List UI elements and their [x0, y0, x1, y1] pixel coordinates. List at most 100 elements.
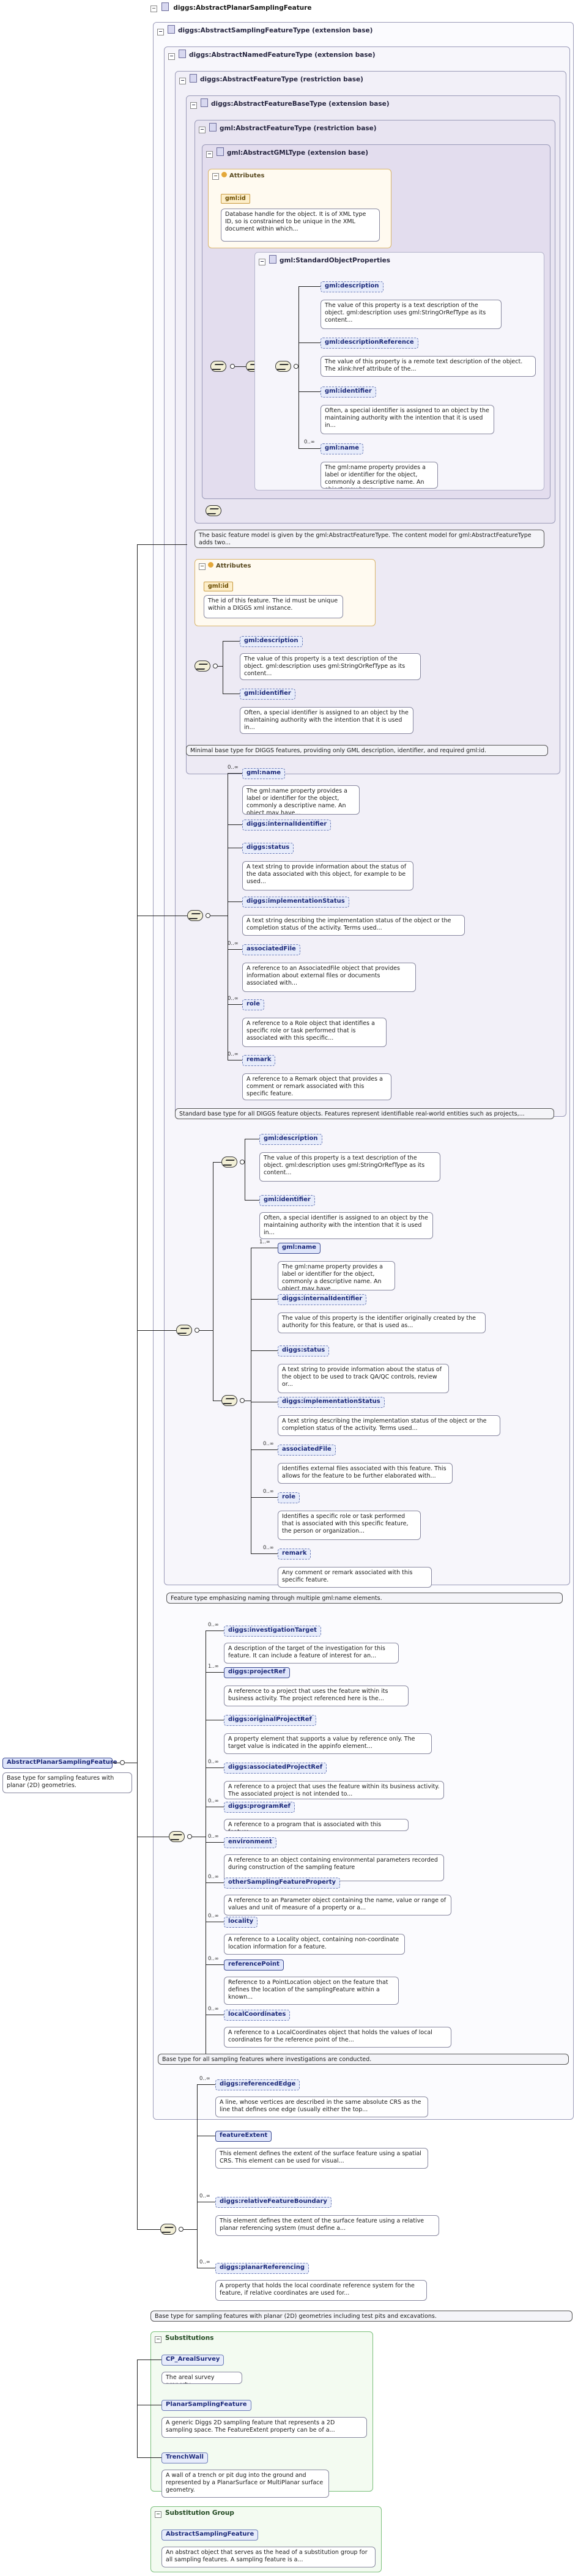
connector-node	[179, 2227, 183, 2232]
occurrence-label: 1..∞	[259, 1239, 270, 1245]
af-status-element[interactable]: diggs:status	[242, 843, 294, 854]
nf-remark-element[interactable]: remark	[278, 1549, 311, 1560]
nf-associated-file-element[interactable]: associatedFile	[278, 1445, 336, 1456]
attr-gml-id-doc: Database handle for the object. It is of…	[221, 209, 380, 242]
planar-footer-doc: Base type for sampling features with pla…	[150, 2311, 572, 2322]
sequence-connector	[221, 1395, 237, 1406]
pl-referenced-edge-element[interactable]: diggs:referencedEdge	[215, 2079, 300, 2090]
sf-locality-element[interactable]: locality	[224, 1917, 258, 1928]
collapse-icon[interactable]: −	[199, 127, 206, 133]
occurrence-label: 0..∞	[208, 1622, 219, 1628]
substitution-cp-areal-survey-doc: The areal survey property	[161, 2372, 242, 2384]
gml-identifier-element[interactable]: gml:identifier	[320, 387, 376, 398]
pl-relative-feature-boundary-element[interactable]: diggs:relativeFeatureBoundary	[215, 2197, 332, 2208]
af-associated-file-doc: A reference to an AssociatedFile object …	[242, 963, 416, 992]
connector-node	[230, 364, 235, 369]
attr-gml-id[interactable]: gml:id	[221, 194, 250, 204]
gml-name-element[interactable]: gml:name	[320, 443, 364, 454]
fb-gml-description-element[interactable]: gml:description	[240, 636, 303, 647]
connector-node	[240, 1160, 245, 1164]
sequence-connector	[169, 1831, 185, 1842]
sf-local-coordinates-element[interactable]: localCoordinates	[224, 2010, 291, 2021]
pl-feature-extent-element[interactable]: featureExtent	[215, 2131, 272, 2142]
sf-other-sampling-feature-property-element[interactable]: otherSamplingFeatureProperty	[224, 1878, 341, 1889]
named-feature-footer-doc: Feature type emphasizing naming through …	[166, 1593, 563, 1604]
af-implementation-status-element[interactable]: diggs:implementationStatus	[242, 897, 349, 908]
af-status-doc: A text string to provide information abo…	[242, 861, 413, 890]
collapse-icon[interactable]: −	[179, 78, 186, 84]
sequence-connector	[210, 361, 226, 372]
sf-local-coordinates-doc: A reference to a LocalCoordinates object…	[224, 2027, 451, 2048]
sequence-connector	[160, 2224, 176, 2235]
nf-status-element[interactable]: diggs:status	[278, 1345, 330, 1356]
sf-original-project-ref-element[interactable]: diggs:originalProjectRef	[224, 1715, 316, 1726]
fb-gml-description-doc: The value of this property is a text des…	[240, 653, 421, 680]
sequence-connector	[176, 1325, 192, 1336]
sf-reference-point-element[interactable]: referencePoint	[224, 1960, 284, 1971]
connector-node	[294, 364, 298, 369]
nf-gml-identifier-element[interactable]: gml:identifier	[259, 1195, 315, 1206]
occurrence-label: 0..∞	[208, 1874, 219, 1880]
collapse-icon[interactable]: −	[150, 6, 157, 12]
collapse-icon[interactable]: −	[212, 173, 219, 180]
substitution-trench-wall[interactable]: TrenchWall	[161, 2452, 208, 2463]
collapse-icon[interactable]: −	[155, 2511, 161, 2518]
sf-environment-element[interactable]: environment	[224, 1837, 276, 1848]
connector-node	[120, 1760, 125, 1765]
nf-status-doc: A text string to provide information abo…	[278, 1364, 449, 1393]
occurrence-label: 0..∞	[199, 2193, 210, 2199]
sf-other-sampling-feature-property-doc: A reference to an Parameter object conta…	[224, 1895, 451, 1915]
substitution-group-item[interactable]: AbstractSamplingFeature	[161, 2530, 259, 2541]
collapse-icon[interactable]: −	[206, 151, 213, 158]
sf-program-ref-element[interactable]: diggs:programRef	[224, 1802, 295, 1813]
substitution-cp-areal-survey[interactable]: CP_ArealSurvey	[161, 2355, 224, 2366]
sf-project-ref-doc: A reference to a project that uses the f…	[224, 1686, 409, 1706]
pl-referenced-edge-doc: A line, whose vertices are described in …	[215, 2097, 428, 2117]
collapse-icon[interactable]: −	[168, 53, 175, 60]
nf-role-doc: Identifies a specific role or task perfo…	[278, 1511, 421, 1540]
gml-description-reference-element[interactable]: gml:descriptionReference	[320, 338, 418, 349]
collapse-icon[interactable]: −	[199, 563, 206, 570]
occurrence-label: 0..∞	[228, 764, 239, 771]
nf-remark-doc: Any comment or remark associated with th…	[278, 1567, 432, 1588]
nf-associated-file-doc: Identifies external files associated wit…	[278, 1463, 453, 1484]
sf-associated-project-ref-element[interactable]: diggs:associatedProjectRef	[224, 1763, 327, 1774]
connector-node	[240, 1398, 245, 1403]
attributes-icon	[221, 172, 227, 177]
level3-title: diggs:AbstractFeatureType (restriction b…	[200, 76, 363, 83]
fb-gml-identifier-element[interactable]: gml:identifier	[240, 689, 295, 700]
nf-internal-identifier-element[interactable]: diggs:internalIdentifier	[278, 1294, 367, 1305]
attributes-icon	[208, 562, 213, 568]
collapse-icon[interactable]: −	[259, 259, 265, 265]
pl-planar-referencing-element[interactable]: diggs:planarReferencing	[215, 2263, 309, 2274]
feature-base-attributes-box: −Attributes gml:id The id of this featur…	[195, 559, 376, 626]
substitution-trench-wall-doc: A wall of a trench or pit dug into the g…	[161, 2470, 329, 2498]
collapse-icon[interactable]: −	[157, 29, 164, 35]
gml-name-doc: The gml:name property provides a label o…	[320, 462, 438, 489]
nf-implementation-status-element[interactable]: diggs:implementationStatus	[278, 1397, 385, 1408]
substitution-planar-sampling-feature[interactable]: PlanarSamplingFeature	[161, 2400, 251, 2411]
collapse-icon[interactable]: −	[155, 2336, 161, 2343]
gml-description-element[interactable]: gml:description	[320, 281, 383, 292]
sf-project-ref-element[interactable]: diggs:projectRef	[224, 1667, 290, 1678]
sf-investigation-target-element[interactable]: diggs:investigationTarget	[224, 1626, 321, 1637]
nf-implementation-status-doc: A text string describing the implementat…	[278, 1415, 500, 1436]
props-group-title: gml:StandardObjectProperties	[280, 257, 390, 264]
nf-gml-name-element[interactable]: gml:name	[278, 1243, 321, 1254]
occurrence-label: 0..∞	[208, 2006, 219, 2012]
af-associated-file-element[interactable]: associatedFile	[242, 944, 300, 955]
nf-role-element[interactable]: role	[278, 1492, 300, 1503]
gml-identifier-doc: Often, a special identifier is assigned …	[320, 405, 494, 434]
attr-gml-id[interactable]: gml:id	[204, 582, 233, 591]
sf-original-project-ref-doc: A property element that supports a value…	[224, 1733, 432, 1754]
nf-gml-description-element[interactable]: gml:description	[259, 1134, 322, 1145]
sequence-connector	[195, 661, 210, 672]
nf-internal-identifier-doc: The value of this property is the identi…	[278, 1312, 486, 1333]
af-internal-identifier-element[interactable]: diggs:internalIdentifier	[242, 820, 332, 831]
af-remark-element[interactable]: remark	[242, 1055, 276, 1066]
sequence-connector	[275, 361, 291, 372]
af-role-element[interactable]: role	[242, 999, 265, 1010]
collapse-icon[interactable]: −	[190, 102, 197, 109]
af-gml-name-element[interactable]: gml:name	[242, 768, 286, 779]
root-element[interactable]: AbstractPlanarSamplingFeature	[2, 1758, 117, 1769]
